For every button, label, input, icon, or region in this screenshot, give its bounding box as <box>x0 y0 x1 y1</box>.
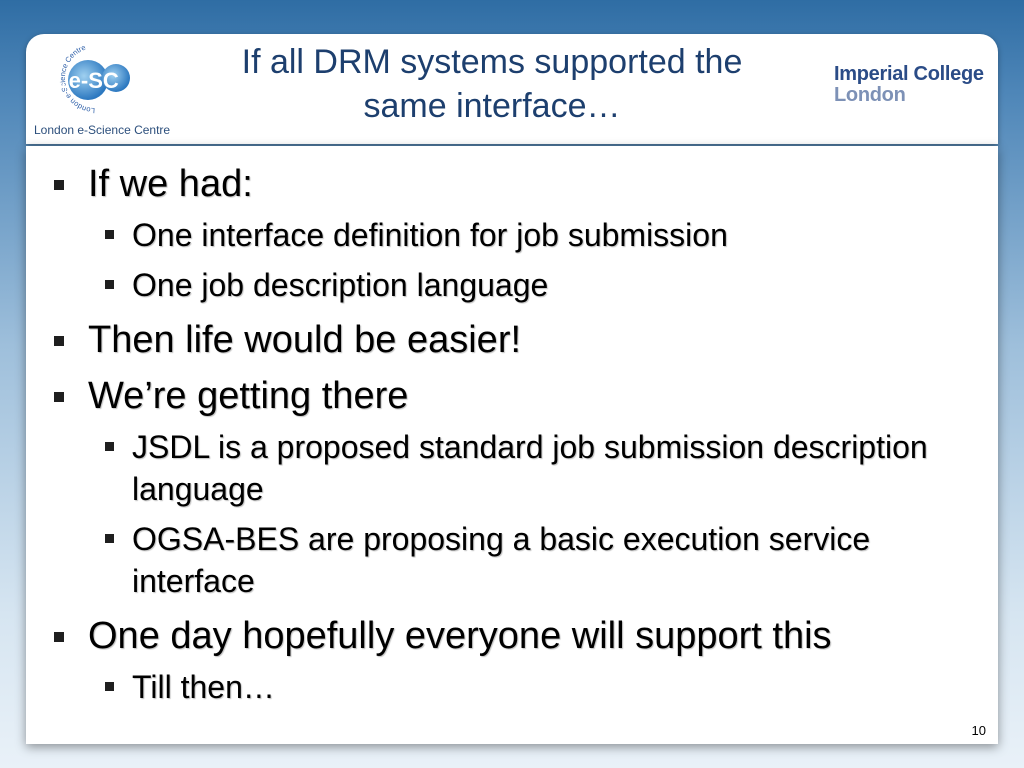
bullet-list: If we had: One interface definition for … <box>50 150 990 708</box>
bullet-item: If we had: <box>50 162 990 206</box>
slide-title-line-1: If all DRM systems supported the <box>241 43 743 81</box>
square-bullet-icon <box>54 180 64 190</box>
imperial-college-logo: Imperial College London <box>834 64 984 106</box>
sub-bullet-item: Till then… <box>50 666 990 708</box>
sub-bullet-text: OGSA-BES are proposing a basic execution… <box>132 521 871 599</box>
bullet-text: One day hopefully everyone will support … <box>88 615 832 657</box>
slide-title-line-2: same interface… <box>363 87 621 125</box>
square-bullet-icon <box>105 280 114 289</box>
bullet-item: We’re getting there <box>50 374 990 418</box>
slide-title: If all DRM systems supported the same in… <box>192 40 792 128</box>
page-number: 10 <box>971 723 986 738</box>
slide-body <box>26 146 998 744</box>
square-bullet-icon <box>54 632 64 642</box>
bullet-text: We’re getting there <box>88 375 409 417</box>
bullet-text: Then life would be easier! <box>88 319 522 361</box>
square-bullet-icon <box>105 682 114 691</box>
lesc-mark: Le-SC <box>55 68 119 93</box>
bullet-text: If we had: <box>88 163 253 205</box>
sub-bullet-text: Till then… <box>132 669 275 705</box>
sub-bullet-item: One job description language <box>50 264 990 306</box>
lesc-caption: London e-Science Centre <box>34 123 171 137</box>
bullet-item: One day hopefully everyone will support … <box>50 614 990 658</box>
square-bullet-icon <box>105 230 114 239</box>
square-bullet-icon <box>105 534 114 543</box>
square-bullet-icon <box>105 442 114 451</box>
bullet-item: Then life would be easier! <box>50 318 990 362</box>
sub-bullet-item: OGSA-BES are proposing a basic execution… <box>50 518 990 602</box>
slide-header <box>26 34 998 144</box>
sub-bullet-text: JSDL is a proposed standard job submissi… <box>132 429 928 507</box>
sub-bullet-item: JSDL is a proposed standard job submissi… <box>50 426 990 510</box>
sub-bullet-item: One interface definition for job submiss… <box>50 214 990 256</box>
square-bullet-icon <box>54 336 64 346</box>
lesc-logo: London e-Science Centre Le-SC <box>40 42 150 118</box>
lesc-logo-icon: London e-Science Centre Le-SC <box>55 43 130 115</box>
imperial-logo-line-2: London <box>834 84 906 106</box>
square-bullet-icon <box>54 392 64 402</box>
imperial-logo-line-1: Imperial College <box>834 63 984 85</box>
sub-bullet-text: One job description language <box>132 267 549 303</box>
sub-bullet-text: One interface definition for job submiss… <box>132 217 728 253</box>
